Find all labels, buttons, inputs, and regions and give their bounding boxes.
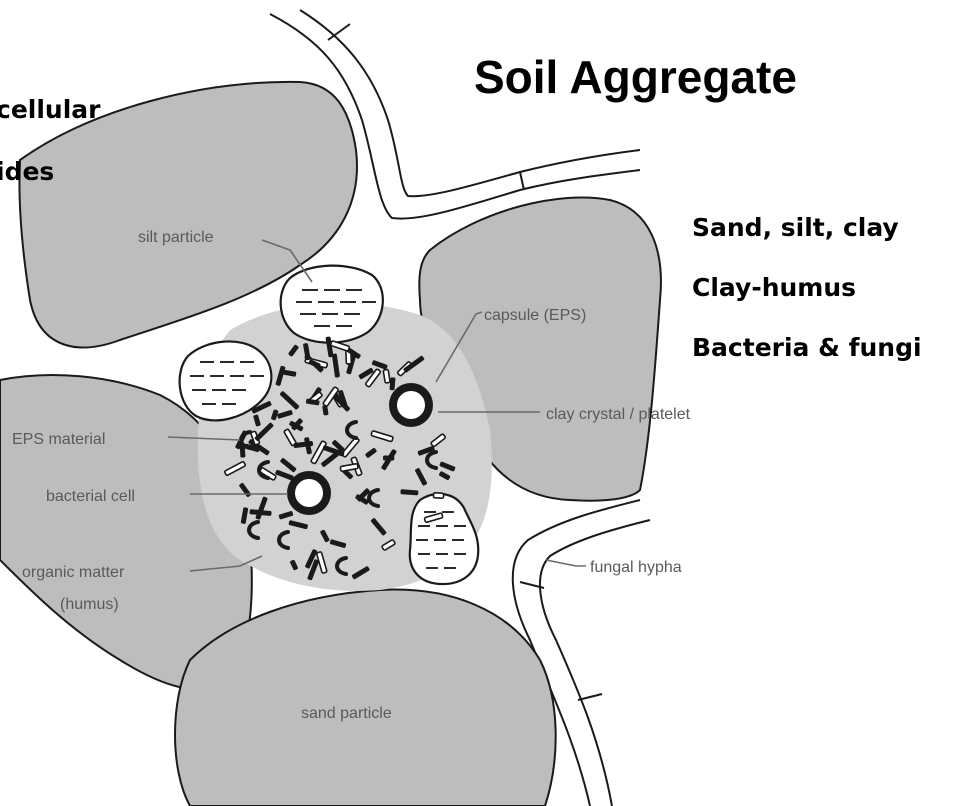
page-title: Soil Aggregate (474, 51, 797, 103)
clay-platelet (383, 456, 394, 461)
clay-platelet (383, 369, 390, 383)
label-humus: (humus) (60, 596, 119, 613)
label-eps-material: EPS material (12, 431, 105, 448)
label-organic-matter: organic matter (22, 564, 125, 581)
clay-platelet (433, 493, 443, 499)
right-list-item-3: Bacteria & fungi (692, 333, 922, 362)
leader-fungal-hypha (546, 560, 586, 566)
label-bacterial-cell: bacterial cell (46, 488, 135, 505)
label-clay-crystal: clay crystal / platelet (546, 406, 691, 423)
left-text-line-2: ides (0, 157, 54, 186)
bacterial-cell-lower (287, 471, 331, 515)
label-fungal-hypha: fungal hypha (590, 559, 682, 576)
right-list-item-1: Sand, silt, clay (692, 213, 899, 242)
right-list-item-2: Clay-humus (692, 273, 856, 302)
label-silt-particle: silt particle (138, 229, 214, 246)
left-text-line-1: cellular (0, 95, 101, 124)
label-sand-particle: sand particle (301, 705, 392, 722)
label-capsule: capsule (EPS) (484, 307, 586, 324)
silt-particle-top (281, 266, 383, 343)
bacterial-cell-upper (389, 383, 433, 427)
